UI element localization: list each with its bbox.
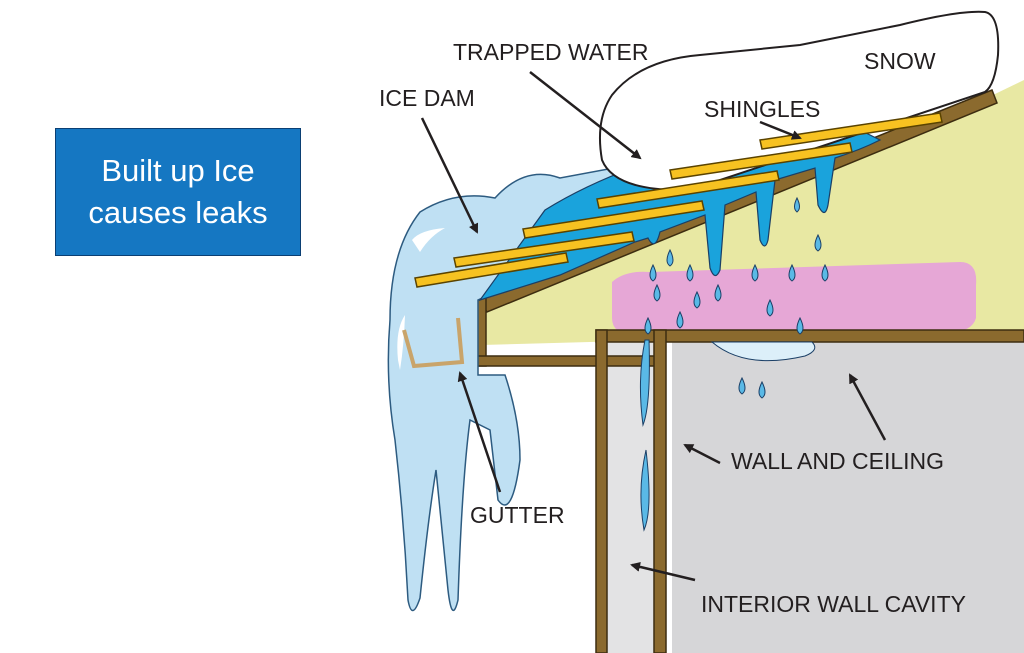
water-drop (788, 263, 796, 282)
water-drop (676, 310, 684, 329)
interior-room (672, 342, 1024, 653)
arrows (420, 71, 887, 582)
water-drop (738, 376, 746, 395)
shingle-4 (596, 170, 780, 209)
title-line-1: Built up Ice (101, 153, 255, 188)
water-drop (814, 233, 822, 252)
arrow-ceiling (848, 373, 887, 441)
title-box: Built up Ice causes leaks (55, 128, 301, 256)
arrow-wall (683, 443, 721, 465)
water-drop (714, 283, 722, 302)
arrow-ice-dam (420, 117, 479, 234)
label-gutter: GUTTER (470, 502, 565, 528)
water-drop (693, 290, 701, 309)
outer-wall-stud (595, 329, 608, 653)
water-drop (796, 316, 804, 335)
wall-leak-drip (640, 449, 650, 532)
arrow-interior-cavity (630, 561, 696, 582)
ceiling-leak (710, 341, 816, 362)
label-ice-dam: ICE DAM (379, 85, 475, 111)
arrow-gutter (457, 371, 502, 493)
label-shingles: SHINGLES (704, 96, 820, 122)
shingle-3 (522, 200, 705, 239)
label-interior-wall-cavity: INTERIOR WALL CAVITY (701, 591, 966, 617)
water-drop (644, 316, 652, 335)
insulation (612, 262, 977, 336)
water-drop (794, 196, 800, 213)
water-drop (666, 248, 674, 267)
label-snow: SNOW (864, 48, 936, 74)
water-drop (758, 380, 766, 399)
water-drop (686, 263, 694, 282)
shingles (414, 112, 943, 288)
title-line-2: causes leaks (88, 195, 268, 230)
shingle-6 (759, 112, 943, 150)
wall-leak-stream (639, 339, 650, 427)
title-text: Built up Ice causes leaks (88, 150, 267, 234)
gutter (402, 317, 465, 369)
soffit-board (473, 355, 659, 367)
shingle-5 (669, 142, 853, 180)
arrow-trapped-water (529, 71, 642, 160)
water-drop (766, 298, 774, 317)
wall-cavity (605, 330, 660, 653)
label-trapped-water: TRAPPED WATER (453, 39, 649, 65)
arrow-shingles (759, 120, 802, 140)
snow (599, 10, 1000, 192)
water-drops (639, 196, 829, 532)
shingle-1 (414, 252, 569, 288)
shingle-2 (453, 231, 635, 268)
water-drop (649, 263, 657, 282)
water-drop (751, 263, 759, 282)
label-wall-and-ceiling: WALL AND CEILING (731, 448, 944, 474)
water-drop (821, 263, 829, 282)
water-drop (653, 283, 661, 302)
inner-wall-stud (653, 329, 667, 653)
